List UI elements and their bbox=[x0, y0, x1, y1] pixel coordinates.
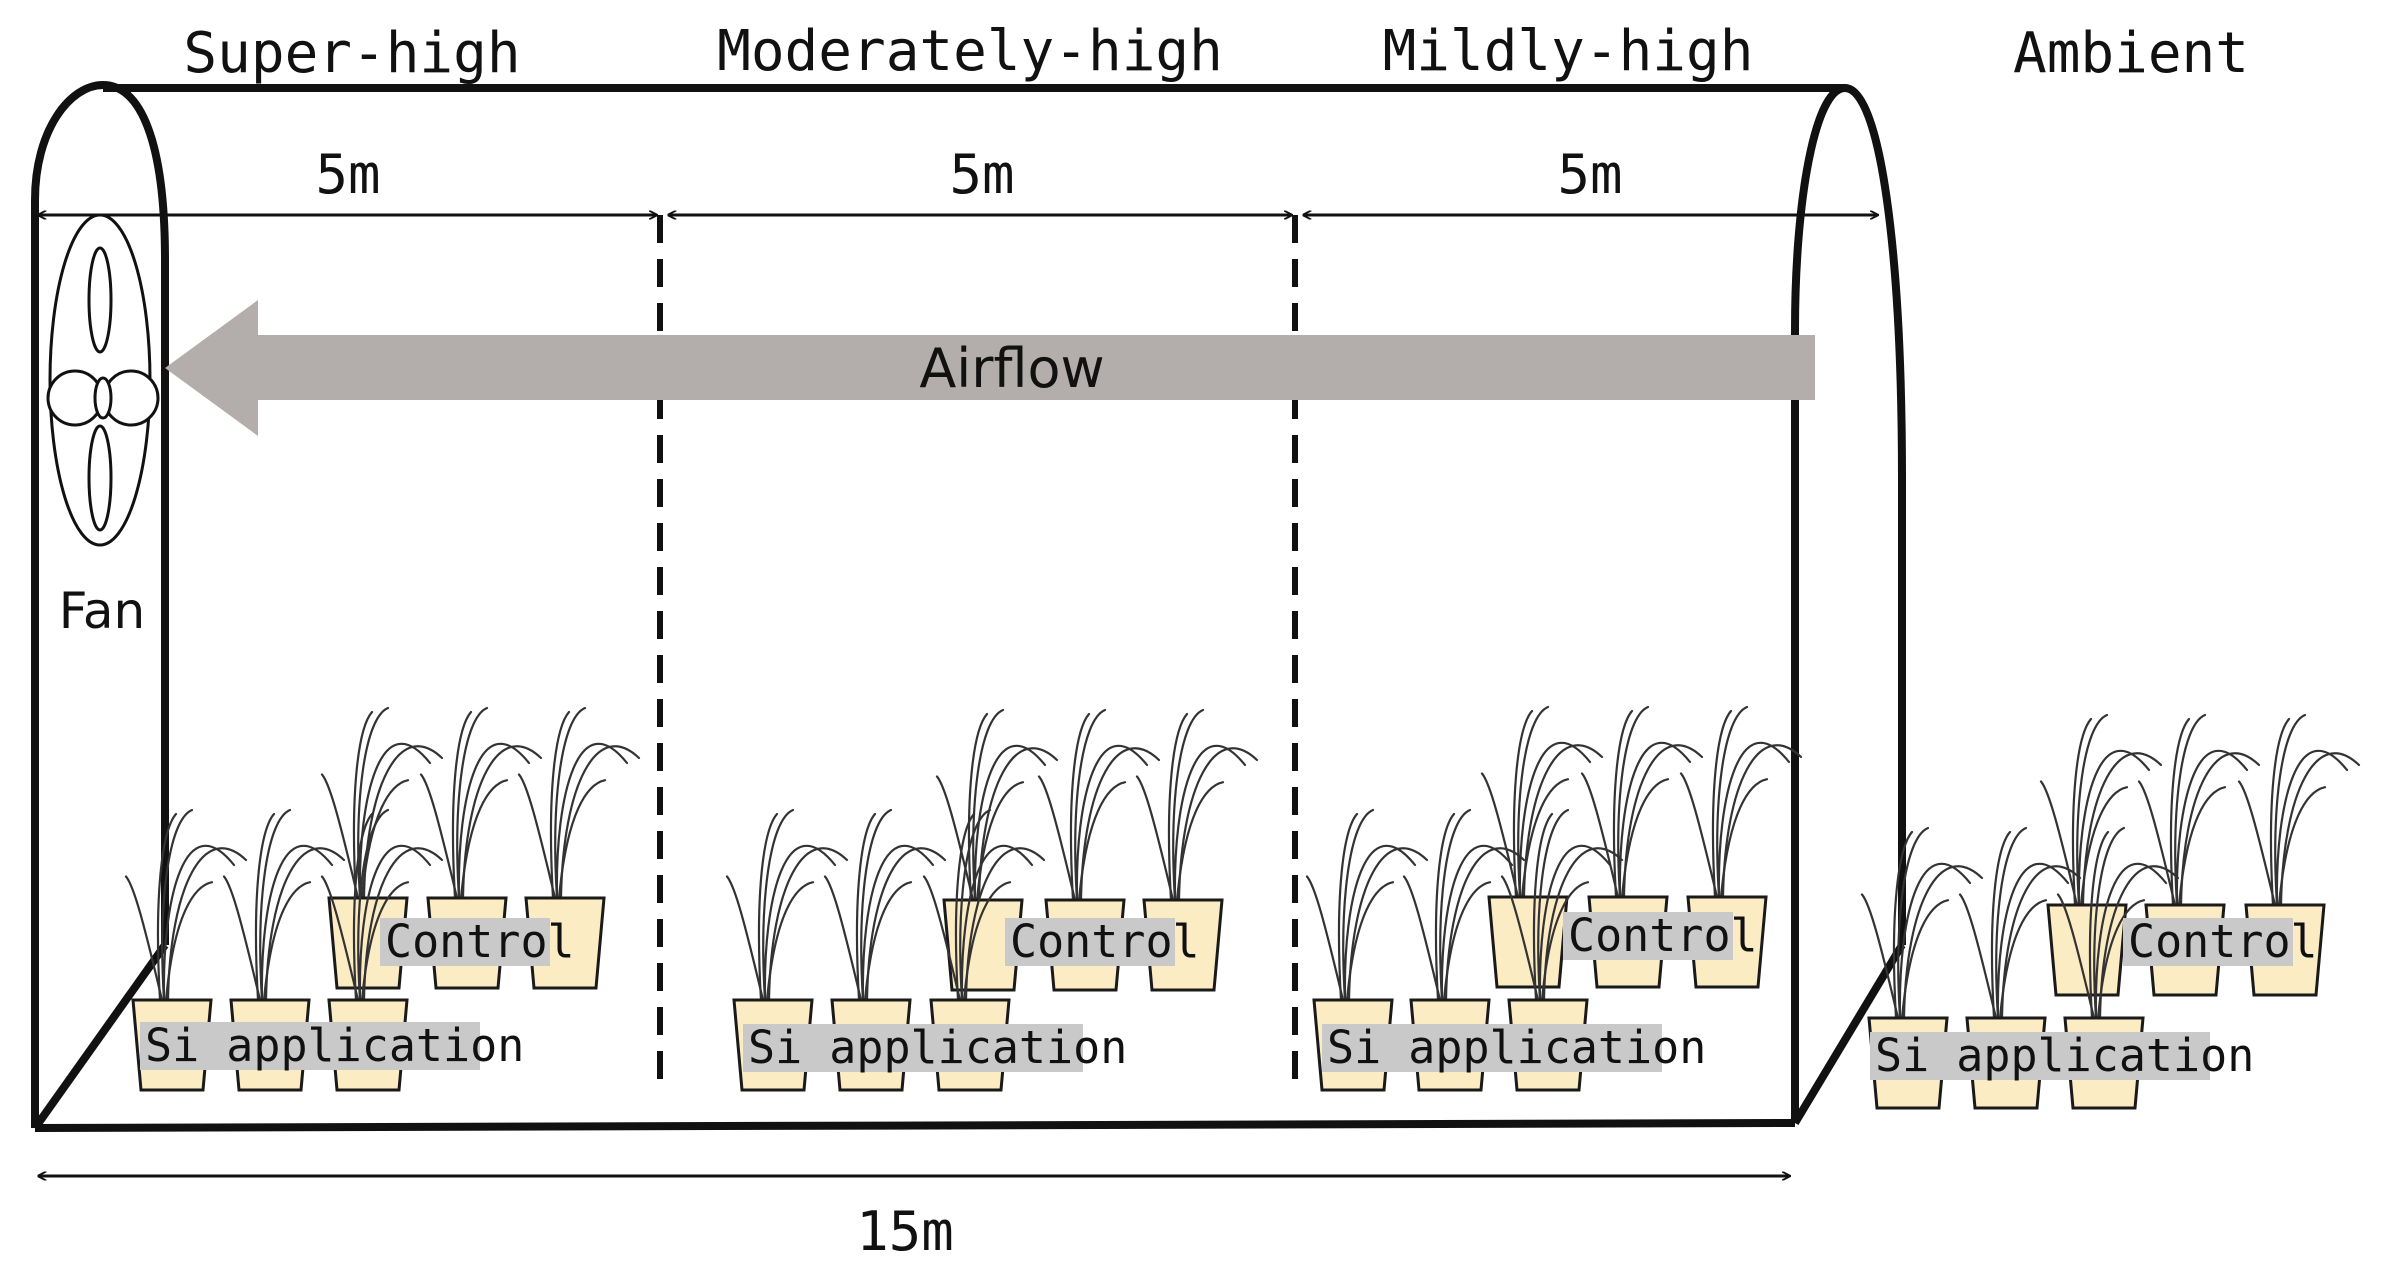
rice-plant bbox=[1860, 826, 1984, 1020]
rice-plant bbox=[1500, 808, 1624, 1002]
rice-plant bbox=[1580, 705, 1704, 899]
rice-plant bbox=[320, 808, 444, 1002]
si-application-label-ambient: Si application bbox=[1875, 1029, 2254, 1082]
rice-plant bbox=[419, 706, 543, 900]
control-label-ambient: Control bbox=[2128, 915, 2318, 968]
tunnel-left-base bbox=[31, 942, 169, 1131]
zone-title-ambient: Ambient bbox=[2013, 21, 2249, 86]
rice-plant bbox=[1679, 705, 1803, 899]
airflow-label: Airflow bbox=[919, 337, 1104, 400]
si-application-label-super-high: Si application bbox=[145, 1019, 524, 1072]
control-label-super-high: Control bbox=[385, 915, 575, 968]
dimension-label-3: 5m bbox=[1557, 143, 1622, 206]
control-label-mildly-high: Control bbox=[1568, 909, 1758, 962]
rice-plant bbox=[2039, 713, 2163, 907]
rice-plant bbox=[222, 808, 346, 1002]
control-label-moderately-high: Control bbox=[1010, 915, 1200, 968]
rice-plant bbox=[922, 808, 1046, 1002]
rice-plant bbox=[1037, 708, 1161, 902]
dimension-label-1: 5m bbox=[315, 143, 380, 206]
total-length-label: 15m bbox=[856, 1200, 954, 1263]
rice-plant bbox=[1480, 705, 1604, 899]
rice-plant bbox=[1305, 808, 1429, 1002]
fan-label: Fan bbox=[59, 582, 146, 640]
si-application-label-mildly-high: Si application bbox=[1327, 1021, 1706, 1074]
rice-plant bbox=[935, 708, 1059, 902]
rice-plant bbox=[725, 808, 849, 1002]
rice-plant bbox=[1402, 808, 1526, 1002]
plant-pot bbox=[1487, 895, 1569, 989]
rice-plant bbox=[320, 706, 444, 900]
tunnel-right-base bbox=[1791, 942, 1906, 1126]
fan-icon bbox=[46, 213, 160, 547]
plant-pot bbox=[2046, 903, 2128, 997]
rice-plant bbox=[1135, 708, 1259, 902]
tunnel-floor bbox=[34, 1119, 1796, 1132]
airflow-arrow bbox=[165, 300, 1815, 436]
zone-title-mildly-high: Mildly-high bbox=[1383, 19, 1754, 84]
rice-plant bbox=[1958, 826, 2082, 1020]
rice-plant bbox=[823, 808, 947, 1002]
dimension-label-2: 5m bbox=[949, 143, 1014, 206]
rice-plant bbox=[2137, 713, 2261, 907]
zone-title-moderately-high: Moderately-high bbox=[717, 19, 1223, 84]
zone-title-super-high: Super-high bbox=[183, 21, 520, 86]
rice-plant bbox=[2237, 713, 2361, 907]
rice-plant bbox=[2056, 826, 2180, 1020]
treatment-labels: Si application Control Si application Co… bbox=[140, 909, 2318, 1082]
plant-group-4 bbox=[1860, 713, 2361, 1110]
rice-plant bbox=[124, 808, 248, 1002]
rice-plant bbox=[517, 706, 641, 900]
si-application-label-moderately-high: Si application bbox=[748, 1021, 1127, 1074]
